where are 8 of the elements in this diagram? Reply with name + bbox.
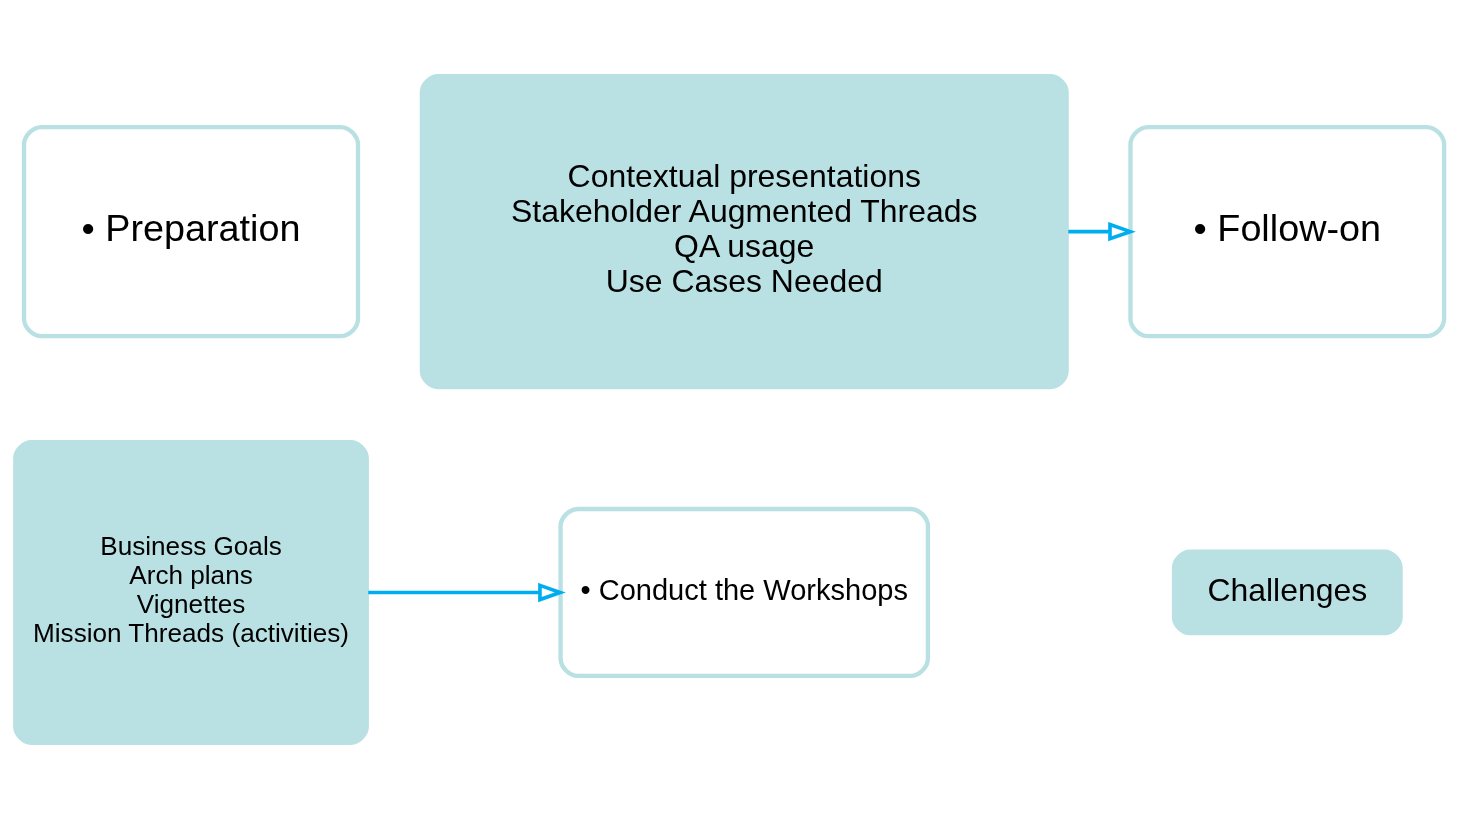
node-box: Business Goals Arch plans Vignettes Mission Threads (activities) (13, 440, 369, 745)
node-box: • Conduct the Workshops (558, 506, 931, 679)
node-box: Contextual presentations Stakeholder Augmented Threads QA usage Use Cases Needed (419, 74, 1069, 390)
node-box: • Follow-on (1128, 124, 1447, 339)
arrow (368, 582, 566, 603)
node-box: Challenges (1171, 549, 1403, 636)
node-box: • Preparation (21, 124, 361, 339)
arrow (1068, 221, 1136, 242)
